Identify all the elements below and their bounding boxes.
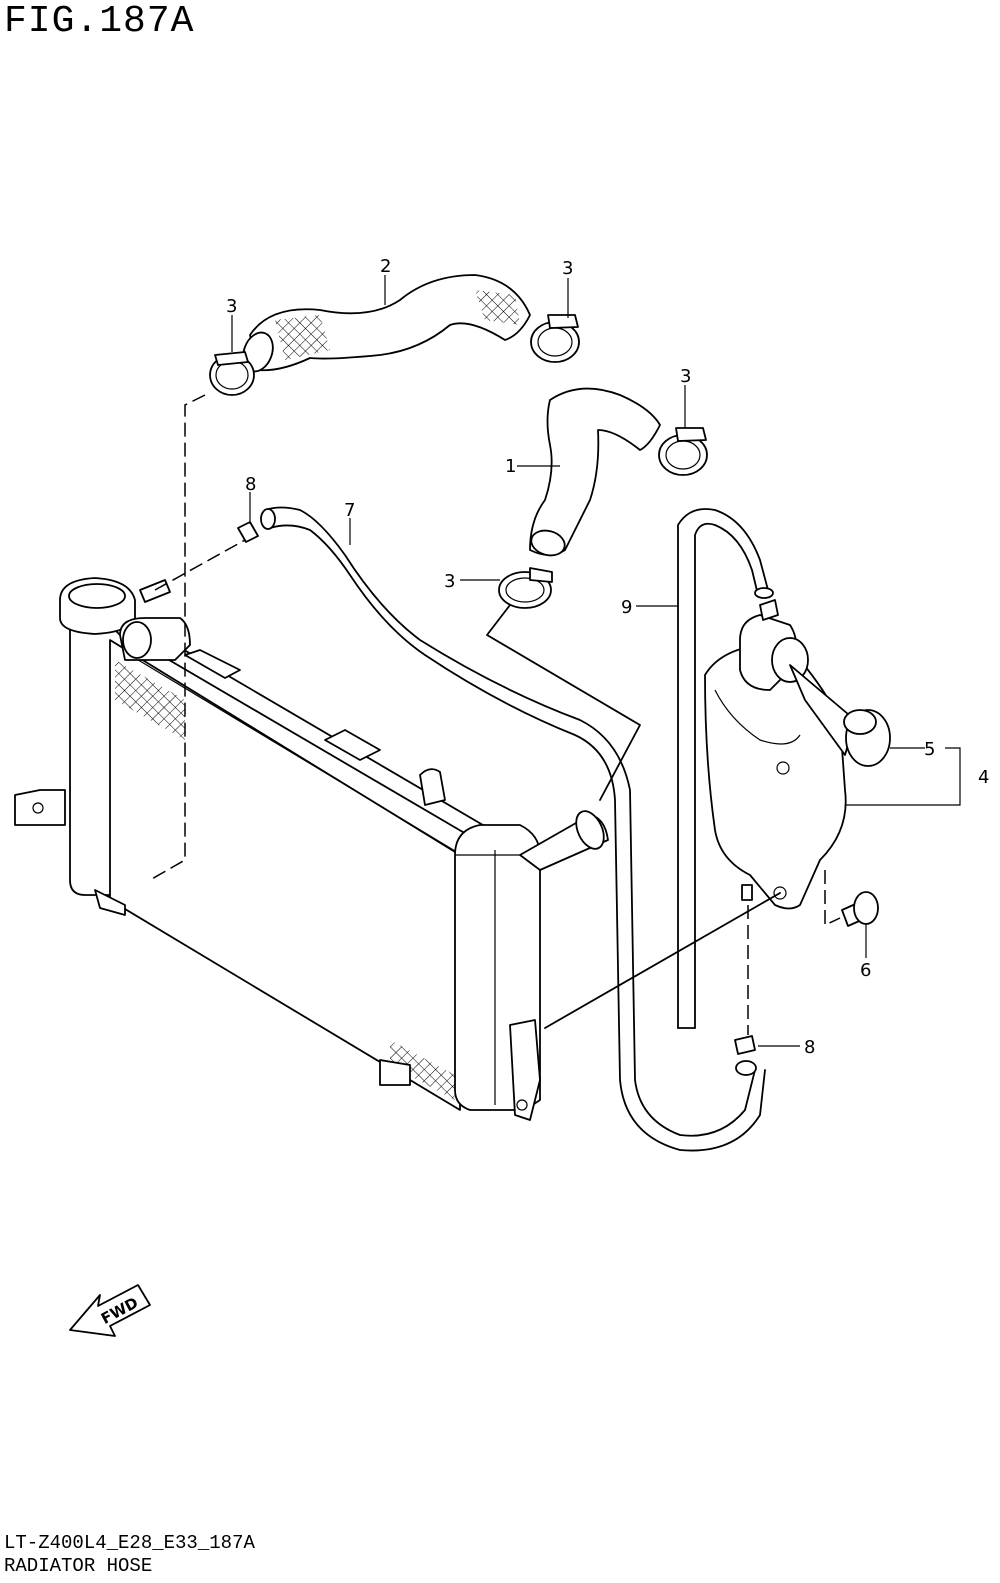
callout-5: 5 <box>924 739 935 760</box>
leader-lines <box>231 275 961 1047</box>
callout-3-d: 3 <box>444 571 455 592</box>
callout-3-c: 3 <box>680 366 691 387</box>
hose-clamp-a <box>209 351 255 396</box>
assembly-lines <box>149 394 841 1035</box>
hose-clamp-c <box>658 427 708 476</box>
fwd-arrow: FWD <box>69 1284 151 1337</box>
callout-4: 4 <box>978 767 989 788</box>
callout-1: 1 <box>505 456 516 477</box>
radiator <box>14 577 609 1121</box>
hose-clamp-b <box>530 314 580 363</box>
hose-clamp-d <box>498 567 553 609</box>
callouts: 2 3 3 3 1 3 8 7 9 5 4 6 8 <box>226 256 989 1058</box>
hose-clip-b <box>734 1035 756 1055</box>
callout-2: 2 <box>380 256 391 277</box>
callout-8-b: 8 <box>804 1037 815 1058</box>
hose-overflow <box>677 508 774 1029</box>
callout-3-a: 3 <box>226 296 237 317</box>
callout-7: 7 <box>344 500 355 521</box>
bolt <box>841 891 879 927</box>
callout-9: 9 <box>621 597 632 618</box>
figure-title: FIG.187A <box>4 0 195 43</box>
reservoir-cap <box>843 709 891 767</box>
reservoir-tank <box>704 599 856 910</box>
hose-bypass <box>260 506 766 1152</box>
hose-clip-a <box>237 521 259 543</box>
callout-6: 6 <box>860 960 871 981</box>
callout-8-a: 8 <box>245 474 256 495</box>
figure-code: LT-Z400L4_E28_E33_187A <box>4 1532 255 1554</box>
hose-upper <box>242 274 531 373</box>
figure-name: RADIATOR HOSE <box>4 1555 153 1577</box>
hose-middle <box>529 387 661 557</box>
callout-3-b: 3 <box>562 258 573 279</box>
